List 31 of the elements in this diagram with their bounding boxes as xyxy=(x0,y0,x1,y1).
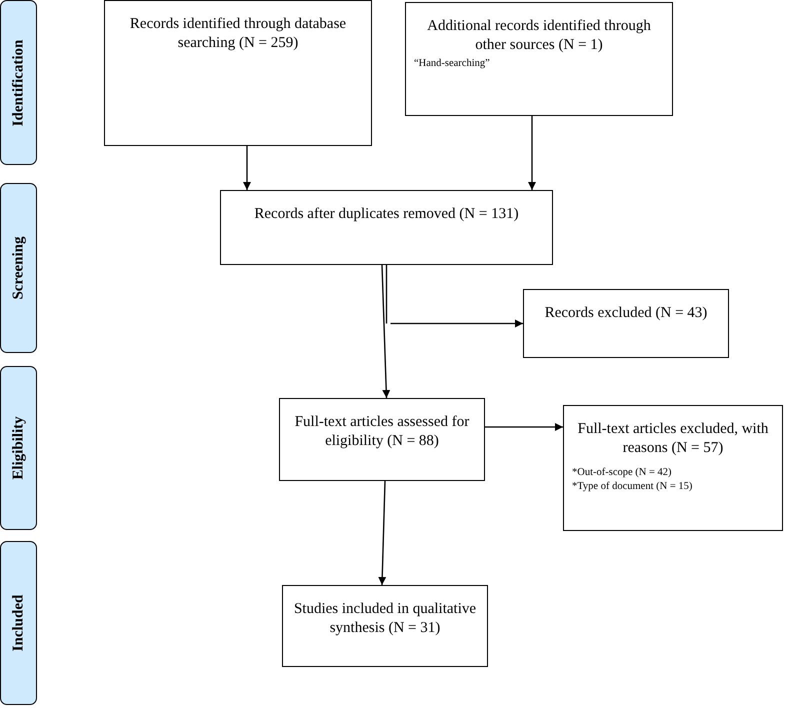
box-text: Records excluded (N = 43) xyxy=(544,304,708,323)
arrow xyxy=(386,264,524,328)
box-text: Additional records identified through other sources (N = 1) xyxy=(426,17,652,55)
box-text: Full-text articles assessed for eligibility (N = 88) xyxy=(294,413,470,451)
process-box xyxy=(523,289,729,358)
process-box xyxy=(220,190,553,265)
stage-label-band xyxy=(0,0,37,165)
arrow xyxy=(381,264,390,398)
process-box xyxy=(279,398,485,481)
box-text: Records identified through database searching (N = 259) xyxy=(128,15,348,53)
stage-label: Screening xyxy=(10,236,27,300)
stage-label: Identification xyxy=(10,39,27,126)
process-box xyxy=(104,0,372,146)
process-box xyxy=(405,2,673,116)
note-text: “Hand-searching” xyxy=(414,57,491,71)
arrow xyxy=(528,116,536,190)
stage-label-band xyxy=(0,366,37,530)
stage-label-band xyxy=(0,541,37,705)
process-box xyxy=(282,585,488,667)
box-text: Studies included in qualitative synthesis (N = 31) xyxy=(292,600,478,638)
arrow xyxy=(485,423,563,431)
note-text: *Out-of-scope (N = 42) xyxy=(572,466,673,480)
process-box xyxy=(563,405,783,531)
stage-label: Included xyxy=(10,594,27,652)
arrow xyxy=(378,480,386,586)
box-text: Records after duplicates removed (N = 131) xyxy=(253,205,520,224)
stage-label-band xyxy=(0,183,37,353)
stage-label: Eligibility xyxy=(10,416,27,480)
box-text: Full-text articles excluded, with reasons (N = 57) xyxy=(576,420,770,458)
arrow xyxy=(243,146,251,190)
note-text: *Type of document (N = 15) xyxy=(572,480,694,494)
